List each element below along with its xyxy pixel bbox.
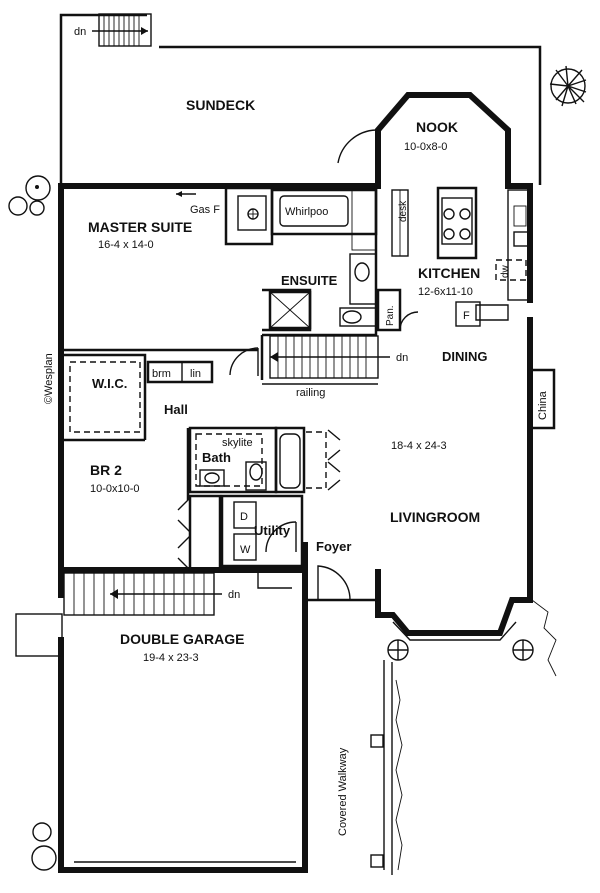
nook-door — [337, 129, 377, 165]
kitchen-size: 12-6x11-10 — [418, 286, 473, 298]
sundeck-label: SUNDECK — [186, 97, 255, 113]
ensuite-wall-east — [262, 186, 378, 337]
fridge — [455, 301, 481, 327]
dining-label: DINING — [442, 349, 488, 364]
ensuite-label: ENSUITE — [281, 273, 338, 288]
dryer-label: D — [240, 511, 248, 523]
utility-label: Utility — [254, 523, 291, 538]
gas-arrow-icon — [176, 191, 196, 197]
bath-label: Bath — [202, 450, 231, 465]
kitchen-label: KITCHEN — [418, 265, 480, 281]
bath-closet-doors — [327, 429, 341, 491]
covered-walkway — [370, 660, 403, 875]
utility-door — [265, 521, 297, 553]
utility-room — [220, 494, 304, 568]
desk-label: desk — [398, 200, 409, 222]
livingroom-size: 18-4 x 24-3 — [391, 440, 447, 452]
exterior-walls — [58, 92, 533, 873]
foyer-label: Foyer — [316, 539, 351, 554]
nook-size: 10-0x8-0 — [404, 141, 447, 153]
deck-stairs — [92, 13, 152, 47]
sundeck-outline — [59, 13, 542, 185]
pantry — [376, 288, 419, 332]
copyright-label: ©Wesplan — [43, 353, 55, 404]
bush-icon — [31, 822, 57, 871]
tree-icon — [549, 65, 587, 107]
covered-walkway-label: Covered Walkway — [337, 747, 349, 836]
linen-closets — [146, 360, 214, 384]
garage-side-door — [15, 613, 63, 657]
double-garage-label: DOUBLE GARAGE — [120, 631, 244, 647]
br2-closet — [177, 494, 222, 572]
garage-stairs-dn-label: dn — [228, 589, 240, 601]
fireplace — [224, 186, 274, 246]
double-garage-size: 19-4 x 23-3 — [143, 652, 199, 664]
whirlpool-tub — [270, 188, 378, 251]
shower — [268, 290, 312, 330]
ensuite-fixtures — [339, 253, 377, 327]
pantry-label: Pan. — [385, 305, 396, 326]
main-stairs-dn-label: dn — [396, 352, 408, 364]
broom-closet-label: brm — [152, 368, 171, 380]
ensuite-wall — [262, 288, 312, 332]
front-door — [317, 565, 352, 601]
nook-label: NOOK — [416, 119, 458, 135]
wic-label: W.I.C. — [92, 376, 127, 391]
railing-label: railing — [296, 387, 325, 399]
wic — [63, 353, 147, 440]
br2-size: 10-0x10-0 — [90, 483, 140, 495]
dishwasher — [495, 259, 527, 281]
main-stairs — [269, 335, 390, 379]
shrub-icon — [8, 175, 51, 216]
skylite-label: skylite — [222, 437, 253, 449]
china-cabinet — [528, 368, 556, 430]
master-suite-label: MASTER SUITE — [88, 219, 192, 235]
china-label: China — [537, 390, 549, 420]
deck-stairs-dn-label: dn — [74, 26, 86, 38]
br2-label: BR 2 — [90, 462, 122, 478]
washer-label: W — [240, 544, 251, 556]
desk-counter — [391, 189, 409, 257]
hall-label: Hall — [164, 402, 188, 417]
landscaping — [387, 599, 557, 677]
gas-fireplace-label: Gas F — [190, 204, 220, 216]
kitchen-island — [436, 186, 478, 260]
bay-window — [392, 621, 517, 641]
livingroom-label: LIVINGROOM — [390, 509, 480, 525]
dishwasher-label: dw — [500, 264, 511, 278]
master-door — [229, 347, 259, 376]
linen-closet-label: lin — [190, 368, 201, 380]
garage-stairs — [63, 572, 222, 616]
kitchen-counter — [475, 189, 531, 321]
bath-room — [188, 426, 327, 494]
fridge-label: F — [463, 310, 470, 322]
garage-entry-door — [257, 572, 292, 589]
whirlpool-label: Whirlpoo — [285, 206, 328, 218]
master-suite-size: 16-4 x 14-0 — [98, 239, 154, 251]
